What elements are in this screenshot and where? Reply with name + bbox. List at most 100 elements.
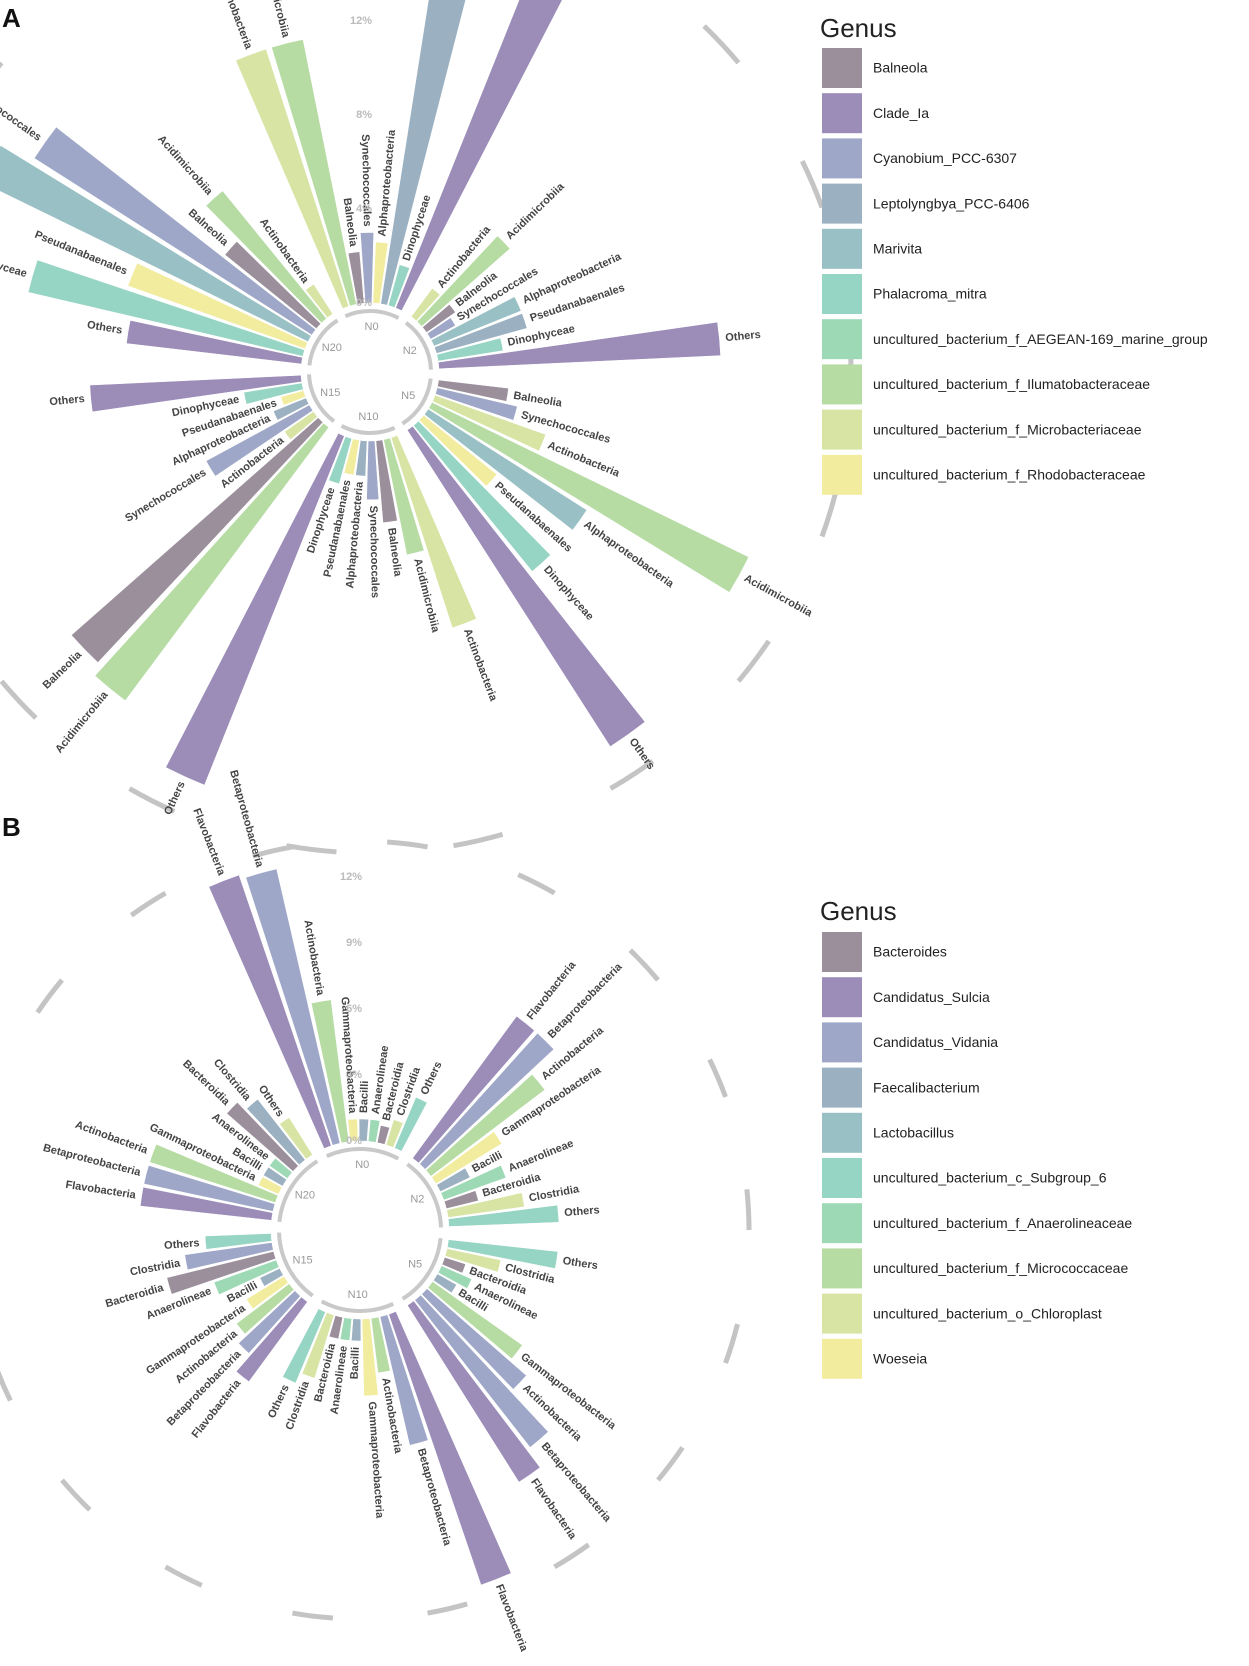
bar-n2-bacteroidia — [443, 1190, 479, 1209]
group-n2: FlavobacteriaBetaproteobacteriaActinobac… — [406, 959, 625, 1228]
bar-label: Synechococcales — [367, 506, 381, 599]
outer-ring-dash — [517, 872, 556, 896]
bar-n5-alphaproteobacteria — [424, 408, 588, 531]
outer-ring-dash — [628, 948, 660, 982]
bar-label: Others — [162, 780, 188, 817]
bar-n2-pseudanabaenales — [434, 313, 528, 354]
bar-n15-others — [204, 1233, 272, 1250]
group-name-n2: N2 — [403, 345, 417, 357]
outer-ring-dash — [800, 160, 825, 209]
bar-label: Flavobacteria — [190, 807, 227, 878]
bar-label: Balneolia — [41, 648, 85, 691]
bar-label: Actinobacteria — [73, 1119, 150, 1157]
bar-n10-synechococcales — [366, 440, 380, 500]
group-arc-n10 — [340, 424, 396, 435]
bar-n5-bacteroidia — [441, 1257, 466, 1274]
outer-ring-dash — [35, 978, 64, 1014]
bar-n2-gammaproteobacteria — [431, 1131, 503, 1185]
bar-n20-dinophyceae — [27, 259, 305, 357]
bar-n10-alphaproteobacteria — [355, 440, 368, 477]
outer-ring-dash — [128, 786, 176, 814]
legend-label-woeseia: Woeseia — [873, 1351, 927, 1367]
group-n20: FlavobacteriaBetaproteobacteriaActinobac… — [42, 1057, 319, 1223]
outer-ring-dash — [702, 24, 741, 65]
legend-label-faecalibacterium: Faecalibacterium — [873, 1079, 980, 1095]
bar-n10-actinobacteria — [370, 1316, 391, 1374]
group-arc-n15 — [277, 1232, 314, 1298]
bar-label: Acidimicrobiia — [261, 0, 291, 39]
group-n20: OthersDinophyceaePseudanabaenalesAlphapr… — [0, 81, 342, 366]
bar-label: Acidimicrobiia — [155, 133, 215, 198]
bar-label: Others — [562, 1255, 599, 1272]
bar-n15-pseudanabaenales — [280, 390, 306, 406]
group-name-n2: N2 — [410, 1193, 424, 1205]
legend-label-uncultured-bacterium-f-ilumatobacteraceae: uncultured_bacterium_f_Ilumatobacteracea… — [873, 376, 1150, 392]
bar-n15-betaproteobacteria — [238, 1290, 301, 1354]
bar-n2-alphaproteobacteria — [430, 296, 522, 347]
group-arc-n2 — [404, 321, 433, 370]
outer-ring-dash — [252, 844, 293, 859]
bar-n2-synechococcales — [426, 317, 456, 340]
group-name-n15: N15 — [293, 1254, 313, 1266]
bar-n0-anaerolineae — [368, 1119, 381, 1143]
group-name-n0: N0 — [365, 321, 379, 333]
bar-n2-others — [438, 321, 721, 370]
bar-n20-gammaproteobacteria — [258, 1176, 283, 1195]
bar-label: Balneolia — [513, 390, 564, 410]
legend-label-clade-ia: Clade_Ia — [873, 105, 929, 121]
group-arc-n2 — [406, 1162, 443, 1228]
bar-label: Others — [725, 329, 761, 344]
bar-n10-flavobacteria — [388, 1311, 512, 1586]
bar-n15-balneolia — [71, 417, 324, 663]
bar-n10-anaerolineae — [339, 1317, 352, 1341]
group-n5: BalneoliaSynechococcalesActinobacteriaAc… — [401, 378, 815, 772]
legend-label-uncultured-bacterium-f-aegean-169-marine-group: uncultured_bacterium_f_AEGEAN-169_marine… — [873, 331, 1208, 347]
bar-n20-flavobacteria — [140, 1186, 273, 1221]
legend-swatch-cyanobium-pcc-6307 — [822, 138, 862, 179]
outer-ring-dash — [609, 759, 655, 791]
bar-n10-bacilli — [351, 1318, 362, 1342]
bar-n2-clostridia — [446, 1192, 525, 1218]
legend-label-uncultured-bacterium-f-microbacteriaceae: uncultured_bacterium_f_Microbacteriaceae — [873, 421, 1142, 437]
group-n10: FlavobacteriaBetaproteobacteriaActinobac… — [266, 1289, 530, 1654]
group-name-n5: N5 — [408, 1258, 422, 1270]
panel-b-label: B — [2, 812, 21, 842]
y-tick-label: 3% — [346, 1069, 362, 1081]
legend-label-candidatus-vidania: Candidatus_Vidania — [873, 1034, 998, 1050]
legend-swatch-woeseia — [822, 1338, 862, 1379]
legend-swatch-uncultured-bacterium-f-aegean-169-marine-group — [822, 319, 862, 360]
group-name-n5: N5 — [401, 390, 415, 402]
legend-swatch-bacteroides — [822, 932, 862, 972]
bar-n10-balneolia — [375, 439, 398, 523]
legend-swatch-uncultured-bacterium-f-ilumatobacteraceae — [822, 364, 862, 405]
bar-n20-alphaproteobacteria — [0, 145, 312, 343]
bar-n15-gammaproteobacteria — [246, 1275, 289, 1310]
bar-n2-flavobacteria — [412, 1015, 535, 1164]
bar-label: Balneolia — [385, 527, 404, 578]
outer-ring-dash — [60, 1478, 92, 1512]
bar-label: Bacilli — [358, 1080, 371, 1113]
bar-n5-pseudanabaenales — [418, 415, 498, 487]
group-arc-n15 — [307, 374, 336, 423]
legend-label-leptolyngbya-pcc-6406: Leptolyngbya_PCC-6406 — [873, 195, 1030, 211]
bar-n5-gammaproteobacteria — [427, 1281, 523, 1360]
outer-ring-dash — [453, 831, 504, 849]
panel-b-legend-title: Genus — [820, 896, 897, 926]
bar-n20-bacilli — [263, 1166, 287, 1187]
legend-label-marivita: Marivita — [873, 241, 922, 257]
outer-ring-dash — [427, 1601, 468, 1616]
y-tick-label: 9% — [346, 937, 362, 949]
legend-swatch-phalacroma-mitra — [822, 274, 862, 314]
bar-n0-gammaproteobacteria — [347, 1118, 359, 1142]
group-arc-n0 — [325, 1147, 400, 1161]
bar-label: Anaerolineae — [507, 1138, 576, 1175]
bar-n0-betaproteobacteria — [245, 868, 341, 1146]
bar-n10-actinobacteria — [390, 435, 477, 629]
y-tick-label: 4% — [356, 203, 372, 215]
bar-n5-balneolia — [437, 379, 509, 402]
bar-n5-others — [447, 1239, 559, 1269]
outer-ring-dash — [707, 1058, 728, 1098]
bar-n0-dinophyceae — [388, 264, 410, 308]
